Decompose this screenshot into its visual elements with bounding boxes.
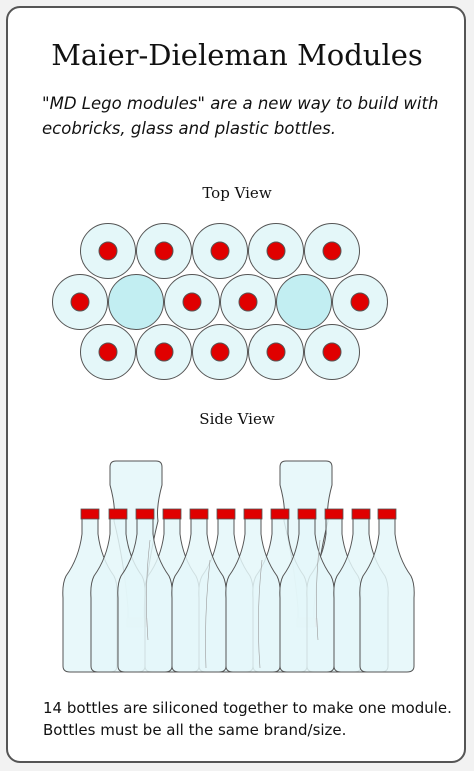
silicone-strand	[316, 539, 321, 641]
bottle-cap-dot	[266, 342, 286, 362]
bottle-cap-dot	[238, 292, 258, 312]
bottle-cap-dot	[70, 292, 90, 312]
bottle-cap-dot	[98, 342, 118, 362]
bottle-cap	[80, 508, 100, 520]
bottle-cap-dot	[210, 241, 230, 261]
bottle-cap	[324, 508, 344, 520]
bottle-cap	[216, 508, 236, 520]
bottle-cap-dot	[182, 292, 202, 312]
bottle-cap-dot	[322, 342, 342, 362]
silicone-strand	[258, 559, 263, 669]
bottle-cap-dot	[322, 241, 342, 261]
bottle-front-row	[171, 517, 227, 673]
bottle-front-row	[225, 517, 281, 673]
bottle-cap	[297, 508, 317, 520]
bottle-front-row	[359, 517, 415, 673]
subtitle: "MD Lego modules" are a new way to build…	[42, 94, 439, 138]
bottle-cap	[135, 508, 155, 520]
silicone-strand	[205, 559, 211, 669]
bottle-cap	[108, 508, 128, 520]
bottle-cap-dot	[210, 342, 230, 362]
bottle-cap	[270, 508, 290, 520]
bottle-cap	[162, 508, 182, 520]
bottle-front-row	[117, 517, 173, 673]
bottle-cap-dot	[154, 241, 174, 261]
bottle-cap-dot	[154, 342, 174, 362]
page-title: Maier-Dieleman Modules	[51, 38, 423, 72]
bottle-cap-dot	[98, 241, 118, 261]
side-view-diagram	[62, 460, 415, 673]
caption: 14 bottles are siliconed together to mak…	[43, 699, 452, 739]
bottle-cap	[243, 508, 263, 520]
bottle-cap-dot	[350, 292, 370, 312]
inner-space-circle	[108, 274, 164, 330]
bottle-cap	[351, 508, 371, 520]
top-view-diagram	[52, 223, 388, 380]
bottle-cap	[189, 508, 209, 520]
side-view-label: Side View	[199, 410, 275, 428]
top-view-label: Top View	[202, 184, 272, 202]
bottle-cap-dot	[266, 241, 286, 261]
bottle-cap	[377, 508, 397, 520]
bottle-front-row	[279, 517, 335, 673]
silicone-strand	[146, 539, 151, 641]
inner-space-circle	[276, 274, 332, 330]
